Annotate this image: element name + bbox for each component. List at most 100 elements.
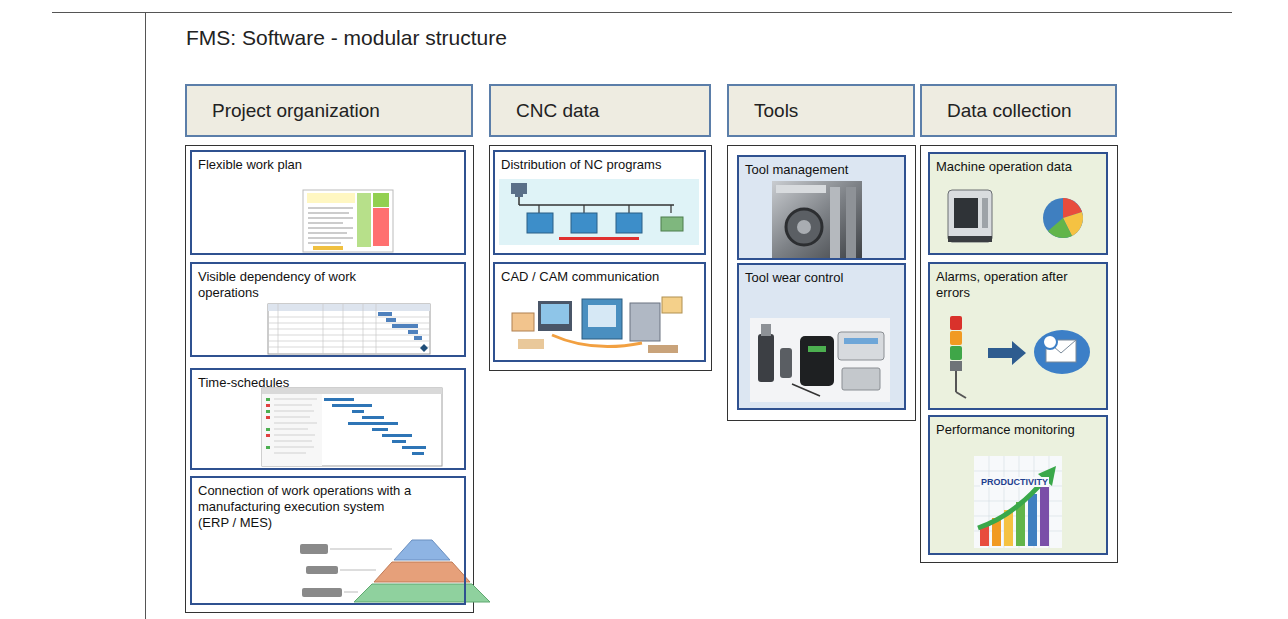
erp-mes-pyramid [302, 588, 342, 597]
tool-wear-devices [838, 332, 884, 360]
dnc-network-illustration [583, 205, 584, 213]
productivity-chart [974, 456, 1062, 548]
stack-light-email-icon [950, 331, 962, 345]
tool-magazine-photo [846, 187, 856, 259]
module-box: CAD / CAM communication [493, 262, 706, 362]
box-fill [928, 262, 1108, 410]
slide-frame [52, 12, 1232, 619]
time-schedule-gantt [352, 410, 364, 413]
dependency-gantt [363, 304, 364, 354]
machine-and-pie-icon [954, 198, 978, 228]
module-text: Visible dependency of work operations [198, 269, 388, 301]
dnc-network-illustration [499, 179, 699, 245]
work-plan-thumbnail [308, 233, 347, 234]
work-plan-thumbnail [308, 208, 353, 209]
time-schedule-gantt [274, 447, 314, 448]
dependency-gantt [323, 304, 324, 354]
time-schedule-gantt [266, 410, 270, 413]
dependency-gantt [268, 304, 430, 311]
tool-wear-devices [780, 348, 792, 378]
column-header: Tools [727, 84, 915, 137]
erp-mes-pyramid [300, 544, 342, 597]
work-plan-thumbnail [308, 228, 353, 229]
dependency-gantt [392, 324, 418, 328]
work-plan-thumbnail [303, 190, 393, 252]
dependency-gantt [268, 329, 430, 330]
time-schedule-gantt [324, 398, 426, 455]
dependency-gantt [376, 304, 377, 354]
dependency-gantt [420, 344, 428, 352]
time-schedule-gantt [266, 404, 270, 407]
stack-light-email-icon [1043, 335, 1057, 349]
dnc-network-illustration [539, 205, 671, 213]
productivity-chart [1028, 494, 1037, 546]
machine-and-pie-icon [948, 190, 1083, 242]
dependency-gantt [268, 304, 430, 354]
time-schedule-gantt [274, 399, 317, 453]
work-plan-thumbnail [307, 193, 355, 203]
module-box: Machine operation data [928, 152, 1108, 255]
time-schedule-gantt [324, 398, 354, 401]
slide-frame [52, 12, 1232, 13]
productivity-chart [974, 456, 1062, 548]
tool-wear-devices [758, 334, 774, 382]
work-plan-thumbnail [303, 190, 393, 252]
work-plan-thumbnail [308, 243, 341, 244]
module-box: Tool management [737, 155, 906, 260]
stack-light-email-icon [950, 316, 962, 330]
dependency-gantt [268, 317, 430, 318]
time-schedule-gantt [348, 422, 398, 425]
header-text: CNC data [516, 100, 599, 122]
column-header: CNC data [489, 84, 711, 137]
stack-light-email-icon [988, 341, 1026, 365]
time-schedule-gantt [362, 416, 384, 419]
time-schedule-gantt [274, 399, 317, 400]
tool-wear-devices [750, 318, 890, 402]
dnc-network-illustration [527, 213, 642, 233]
dnc-network-illustration [511, 183, 527, 194]
work-plan-thumbnail [308, 238, 353, 239]
module-box: Distribution of NC programs [493, 150, 706, 255]
tool-wear-devices [761, 324, 771, 336]
time-schedule-gantt [332, 404, 372, 407]
module-text: Machine operation data [936, 159, 1100, 175]
module-text: CAD / CAM communication [501, 269, 698, 285]
machine-and-pie-icon [1048, 218, 1072, 238]
dependency-gantt [386, 318, 396, 322]
tool-wear-devices [792, 384, 820, 396]
machine-and-pie-icon [948, 236, 992, 242]
chart-label: PRODUCTIVITY [980, 477, 1049, 487]
time-schedule-gantt [266, 398, 270, 449]
erp-mes-pyramid [300, 540, 490, 602]
column-container [728, 146, 916, 421]
tool-magazine-photo [830, 187, 840, 259]
time-schedule-gantt [392, 440, 406, 443]
time-schedule-gantt [274, 411, 314, 412]
tool-wear-devices [750, 318, 890, 402]
erp-mes-pyramid [300, 544, 328, 554]
header-text: Tools [754, 100, 798, 122]
module-box: Time-schedules [190, 368, 466, 470]
dependency-gantt [268, 335, 430, 336]
tool-magazine-photo [772, 181, 862, 259]
erp-mes-pyramid [344, 592, 358, 593]
time-schedule-gantt [274, 441, 312, 442]
dependency-gantt [268, 323, 430, 324]
module-text: Flexible work plan [198, 157, 458, 173]
work-plan-thumbnail [308, 213, 349, 214]
dnc-network-illustration [515, 194, 523, 197]
cad-cam-illustration [552, 335, 642, 347]
cad-cam-illustration [541, 304, 569, 324]
dependency-gantt [268, 304, 430, 354]
time-schedule-gantt [274, 423, 317, 424]
time-schedule-gantt [262, 394, 322, 466]
header-text: Project organization [212, 100, 380, 122]
dnc-network-illustration [670, 205, 671, 213]
column-container [186, 146, 1118, 613]
dnc-network-illustration [527, 213, 553, 233]
stack-light-email-icon [955, 371, 957, 392]
time-schedule-gantt [266, 428, 270, 431]
time-schedule-gantt [274, 429, 308, 430]
dnc-network-illustration [661, 217, 683, 231]
work-plan-thumbnail [308, 223, 343, 224]
